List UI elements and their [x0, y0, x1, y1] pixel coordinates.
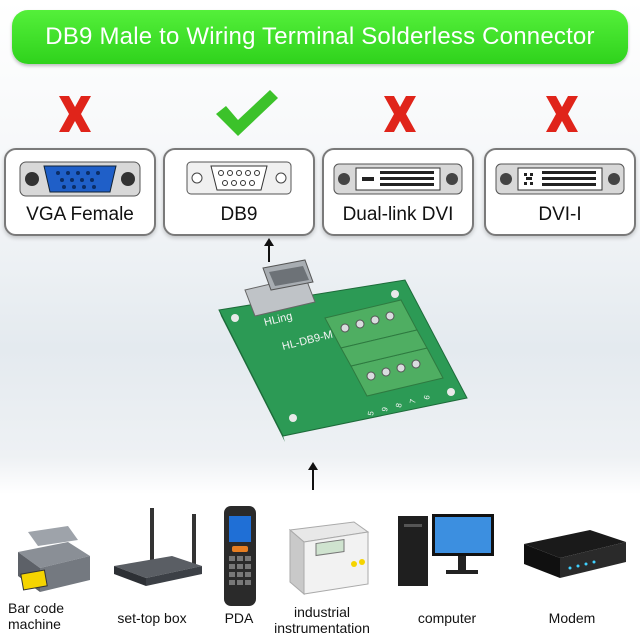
x-mark-icon	[384, 96, 416, 132]
pin-label: 7	[408, 398, 418, 404]
desktop-computer-icon	[398, 514, 494, 586]
pin-label: 6	[422, 394, 432, 400]
up-arrow-icon	[264, 238, 274, 262]
device-label: PDA	[224, 610, 254, 626]
connector-card-vga: VGA Female	[4, 148, 156, 236]
device-label: Modem	[548, 610, 596, 626]
pin-label: 5	[366, 410, 376, 416]
connector-card-dual-link-dvi: Dual-link DVI	[322, 148, 474, 236]
connector-card-dvi-i: DVI-I	[484, 148, 636, 236]
connector-label: VGA Female	[26, 204, 134, 225]
device-label: set-top box	[117, 610, 187, 626]
vga-connector-icon	[19, 161, 141, 197]
x-mark-icon	[59, 96, 91, 132]
db9-connector-icon	[186, 161, 292, 195]
pda-icon	[224, 506, 256, 606]
connector-label: DB9	[220, 204, 258, 225]
x-mark-icon	[546, 96, 578, 132]
barcode-printer-icon	[18, 526, 90, 592]
dvi-i-connector-icon	[495, 163, 625, 195]
up-arrow-icon	[308, 462, 318, 490]
connector-label: DVI-I	[538, 204, 582, 225]
connector-card-db9: DB9	[163, 148, 315, 236]
device-label: computer	[417, 610, 477, 626]
pin-label: 9	[380, 406, 390, 412]
connector-label: Dual-link DVI	[342, 204, 454, 225]
energy-meter-icon	[288, 521, 370, 596]
pin-label: 8	[394, 402, 404, 408]
check-mark-icon	[216, 90, 278, 136]
banner-title: DB9 Male to Wiring Terminal Solderless C…	[45, 23, 595, 50]
dvi-connector-icon	[333, 163, 463, 195]
set-top-box-icon	[114, 508, 202, 586]
modem-icon	[524, 530, 626, 578]
title-banner: DB9 Male to Wiring Terminal Solderless C…	[12, 10, 628, 64]
db9-terminal-board: HLing HL-DB9-M 5 9 8 7 6	[218, 259, 468, 442]
